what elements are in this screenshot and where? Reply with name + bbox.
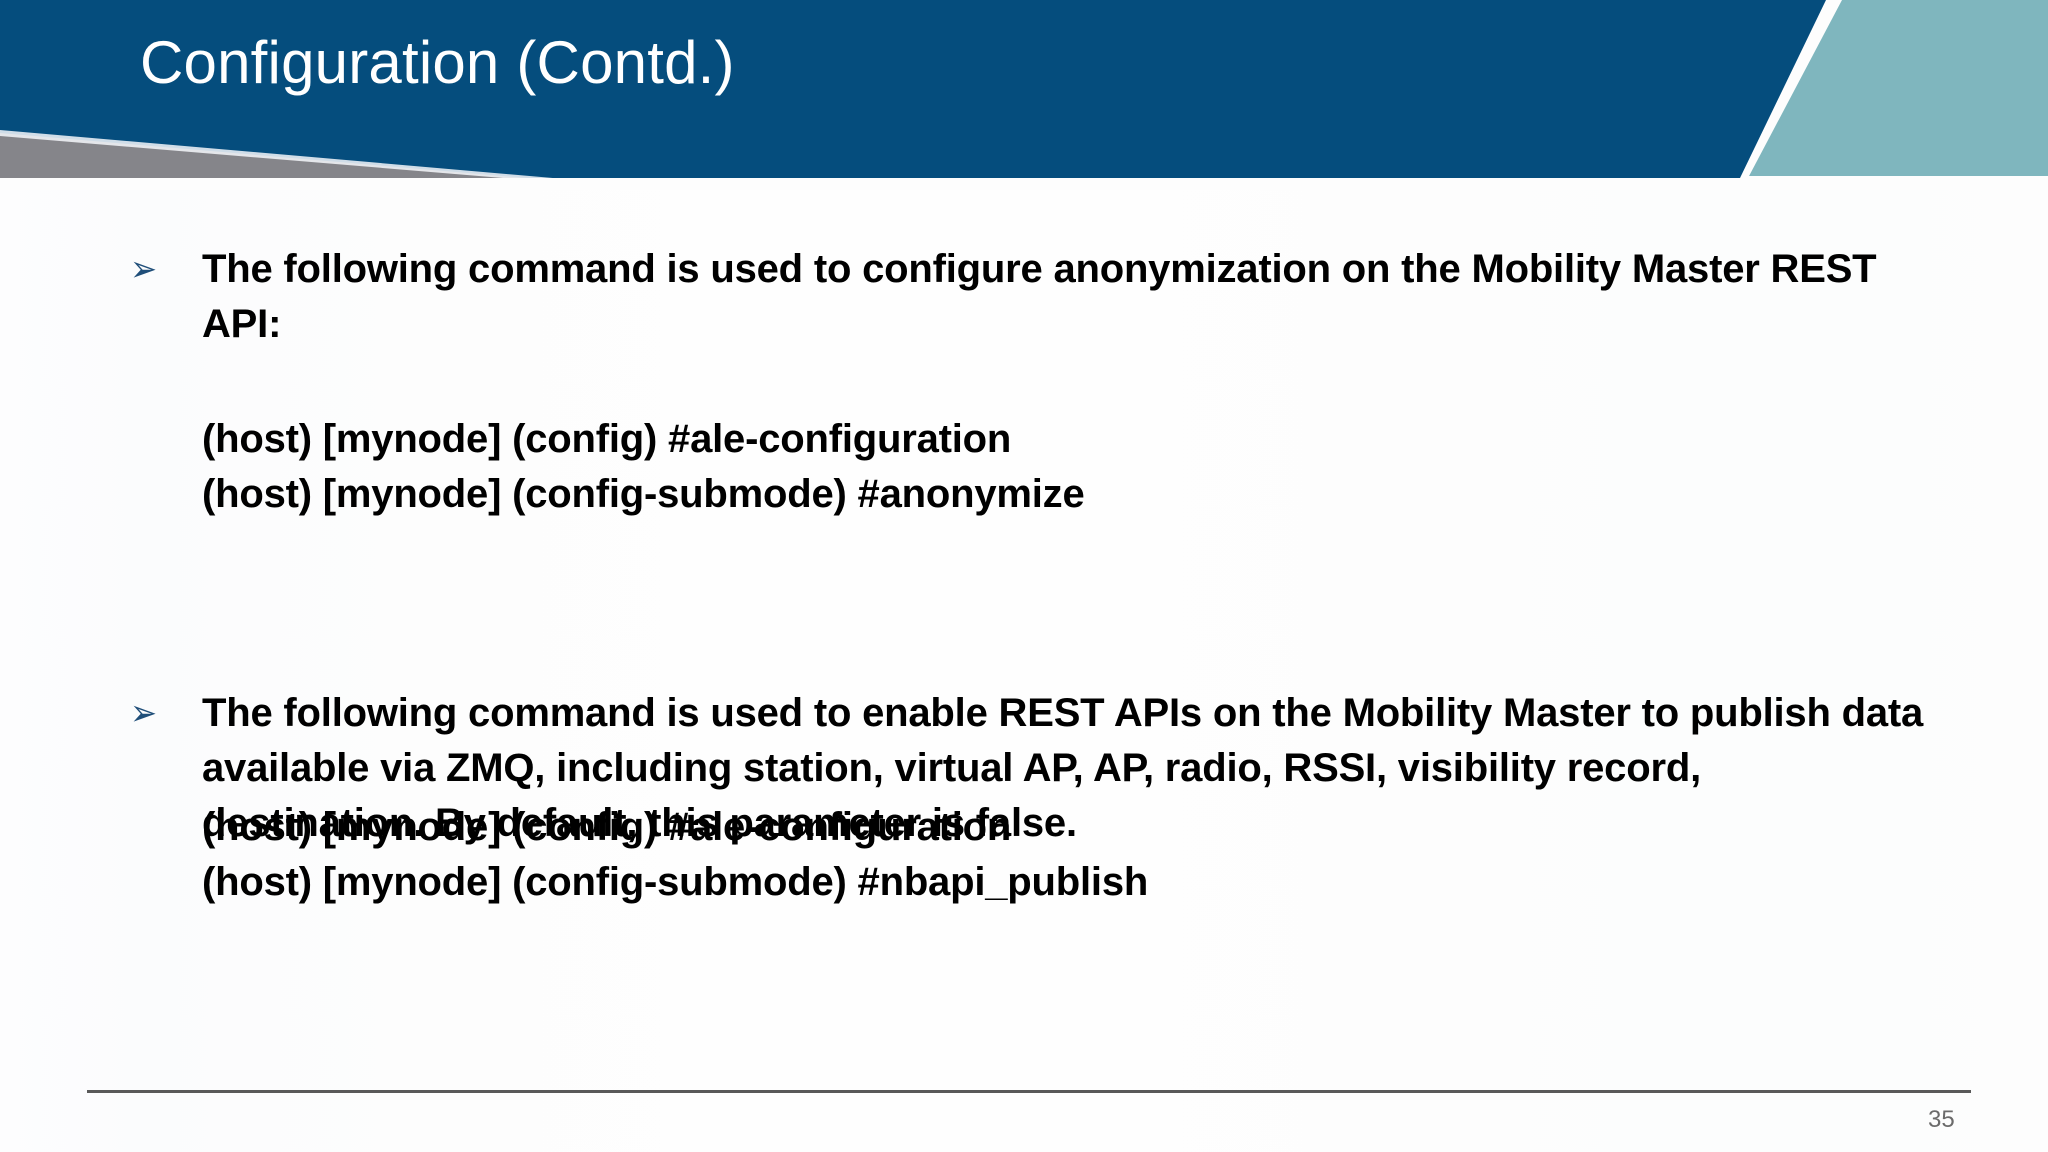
banner-gray-highlight (0, 130, 622, 188)
code-line: (host) [mynode] (config) #ale-configurat… (202, 417, 1012, 461)
banner-blue-band (0, 0, 1826, 178)
slide-background (0, 178, 2048, 1152)
bullet-item: ➢ The following command is used to enabl… (130, 686, 1930, 851)
bullet-text: The following command is used to enable … (202, 691, 1924, 845)
arrowhead-bullet-icon: ➢ (130, 249, 157, 290)
footer-divider (87, 1090, 1971, 1093)
code-block: (host) [mynode] (config) #ale-configurat… (130, 800, 1930, 910)
code-block: (host) [mynode] (config) #ale-configurat… (130, 412, 1910, 522)
banner-bottom-strip (0, 178, 2048, 190)
bullet-text: The following command is used to configu… (202, 247, 1877, 346)
page-number: 35 (1928, 1106, 1955, 1133)
code-line: (host) [mynode] (config-submode) #nbapi_… (202, 860, 1149, 904)
arrowhead-bullet-icon: ➢ (130, 693, 157, 734)
code-line: (host) [mynode] (config-submode) #anonym… (202, 472, 1085, 516)
bullet-item: ➢ The following command is used to confi… (130, 242, 1910, 352)
page-title: Configuration (Contd.) (140, 29, 735, 96)
code-line: (host) [mynode] (config) #ale-configurat… (202, 805, 1012, 849)
slide-header-banner: Configuration (Contd.) (0, 0, 2048, 190)
